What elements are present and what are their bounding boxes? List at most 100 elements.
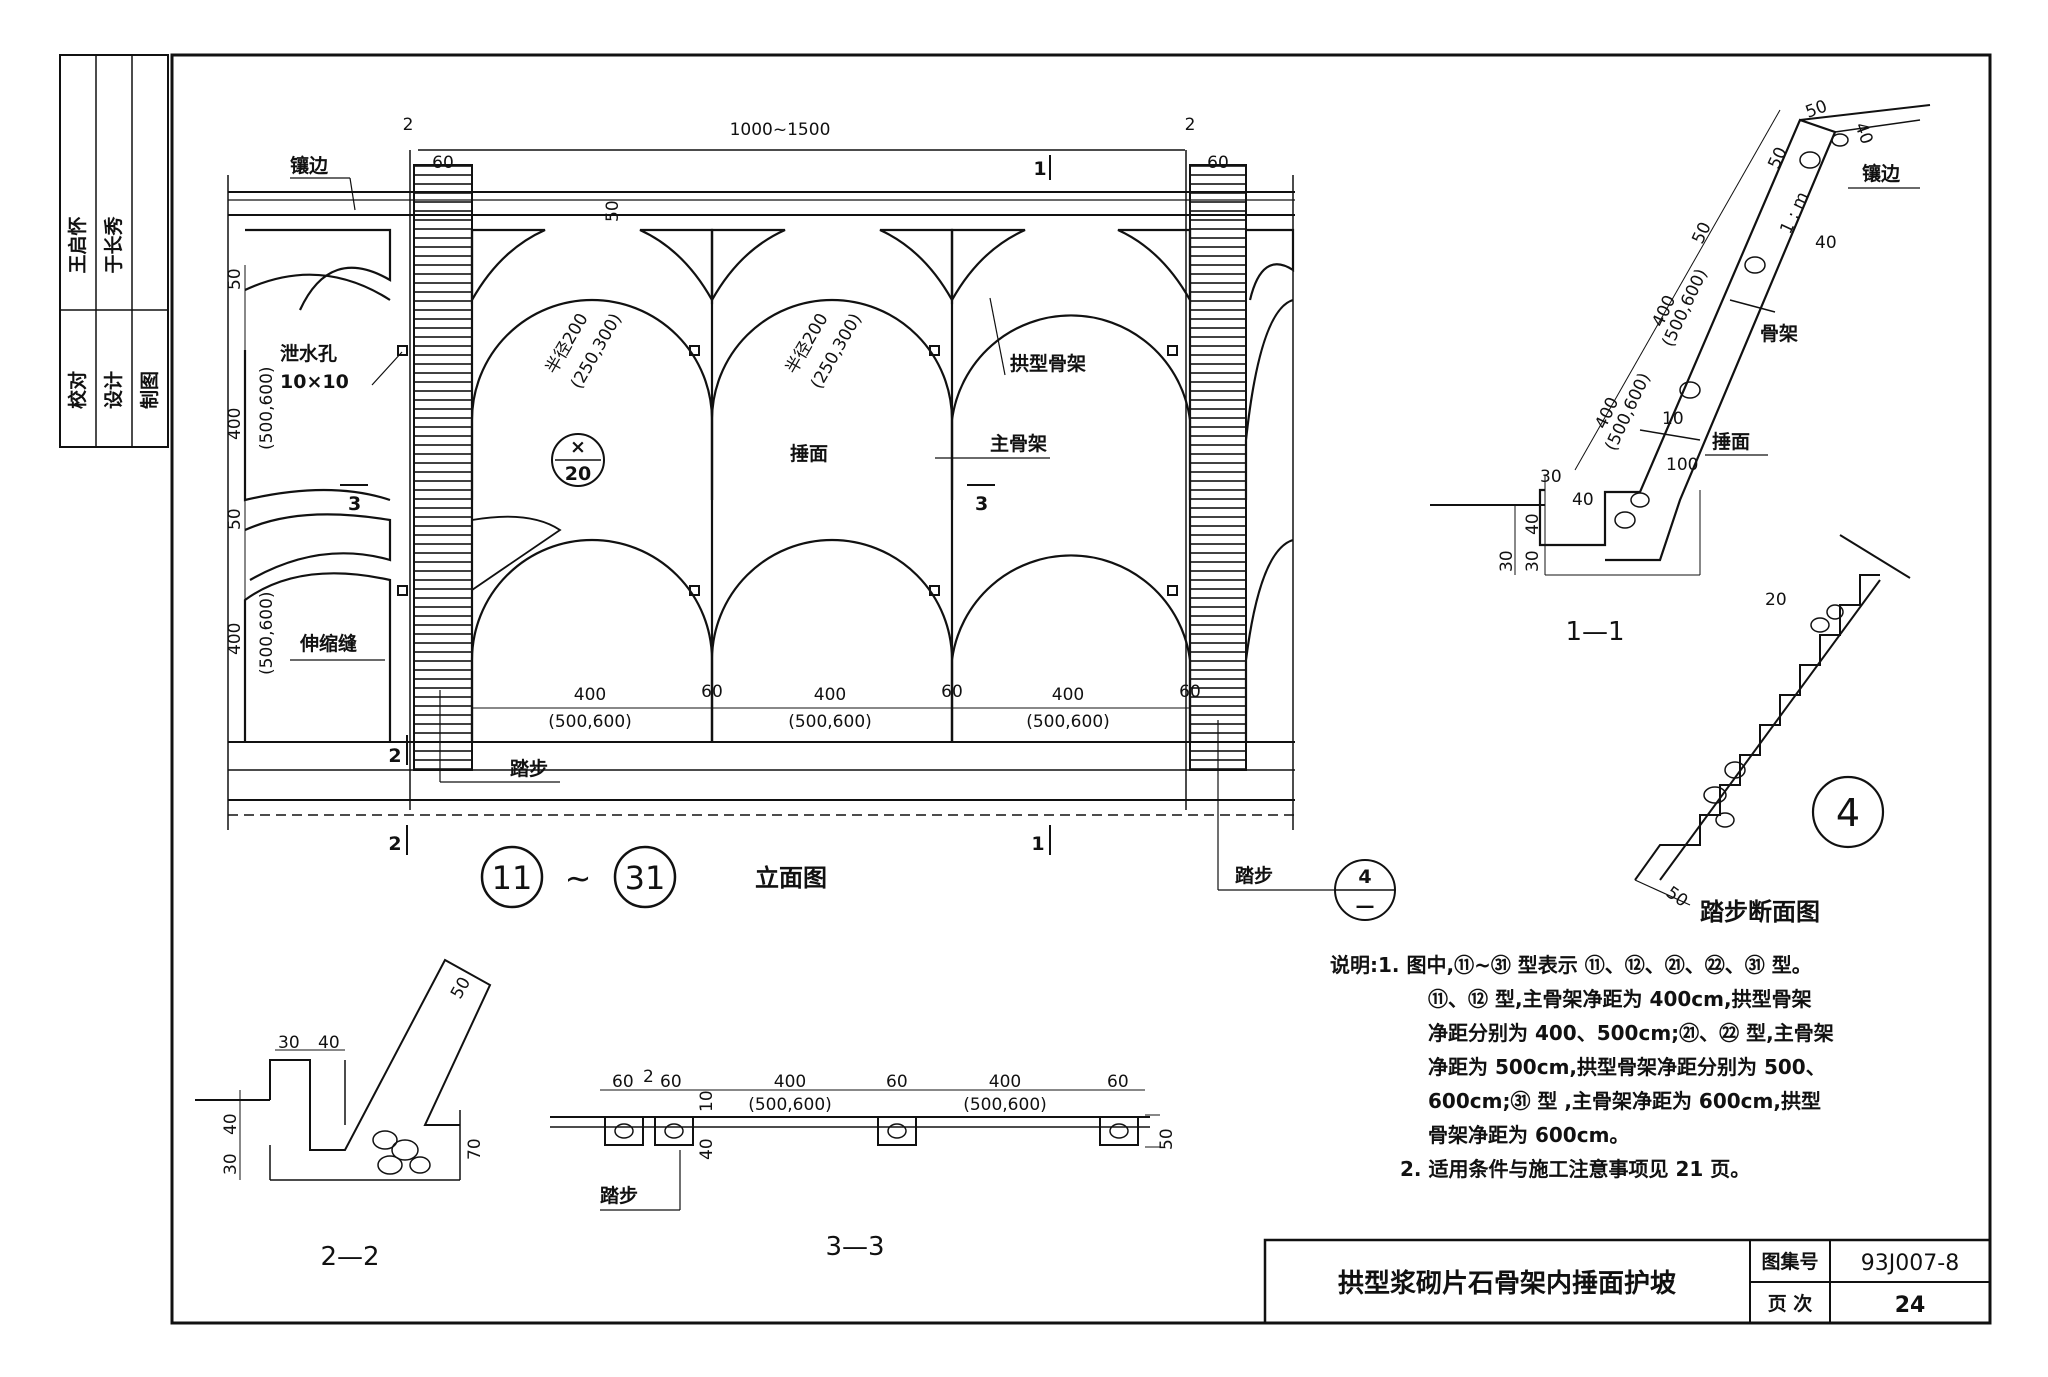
vdim-400-top: 400 bbox=[225, 408, 245, 440]
s22-dim-40-left: 40 bbox=[221, 1113, 241, 1135]
note-line-5: 600cm;㉛ 型 ,主骨架净距为 600cm,拱型 bbox=[1428, 1089, 1821, 1113]
note-line-3: 净距分别为 400、500cm;㉑、㉒ 型,主骨架 bbox=[1428, 1021, 1834, 1045]
step-width-right: 60 bbox=[1207, 153, 1229, 173]
step-width-left: 60 bbox=[432, 153, 454, 173]
vdim-400-bottom: 400 bbox=[225, 623, 245, 655]
section-mark-2-bottom: 2 bbox=[388, 833, 401, 855]
s11-pitch-label: 捶面 bbox=[1712, 431, 1750, 453]
page-number-value: 24 bbox=[1895, 1293, 1926, 1318]
main-frame-label: 主骨架 bbox=[990, 433, 1047, 455]
s22-caption: 2—2 bbox=[320, 1242, 379, 1272]
s33-dim-60-a: 60 bbox=[612, 1072, 634, 1092]
s33-dim-400-a: 400 bbox=[774, 1072, 806, 1092]
section-3-3-labels: 60 2 60 400 (500,600) 60 400 (500,600) 6… bbox=[600, 1067, 1177, 1262]
s33-dim-10: 10 bbox=[697, 1090, 717, 1112]
s11-slope: 1 : m bbox=[1776, 189, 1813, 237]
s22-dim-70: 70 bbox=[465, 1138, 485, 1160]
gap-dim-3: 60 bbox=[1179, 682, 1201, 702]
vdim-50-top: 50 bbox=[225, 268, 245, 290]
s11-dim-40-mid: 40 bbox=[1572, 490, 1594, 510]
bay-alt-3: (500,600) bbox=[1026, 712, 1110, 732]
elevation-title-end: 31 bbox=[625, 859, 666, 897]
elevation-title: 11 ~ 31 立面图 bbox=[480, 845, 827, 909]
s11-dim-50-c: 50 bbox=[1688, 219, 1715, 247]
note-line-4: 净距为 500cm,拱型骨架净距分别为 500、 bbox=[1428, 1055, 1826, 1079]
atlas-number-value: 93J007-8 bbox=[1861, 1251, 1959, 1276]
section-mark-3-right: 3 bbox=[975, 493, 988, 515]
s33-alt-a: (500,600) bbox=[748, 1095, 832, 1115]
stamp-role-draw: 制图 bbox=[138, 371, 161, 409]
drain-holes bbox=[397, 345, 1178, 596]
gap-dim-2: 60 bbox=[941, 682, 963, 702]
s33-step-label: 踏步 bbox=[600, 1185, 638, 1207]
elevation-dimensions: 1000~1500 2 2 60 60 1 50 镶边 泄水孔 10×10 伸缩… bbox=[225, 115, 1229, 855]
section-2-2 bbox=[195, 958, 492, 1181]
vdim-50-mid: 50 bbox=[225, 508, 245, 530]
note-line-2: ⑪、⑫ 型,主骨架净距为 400cm,拱型骨架 bbox=[1428, 987, 1812, 1011]
s11-dim-30-left: 30 bbox=[1523, 550, 1543, 572]
edge-label: 镶边 bbox=[290, 154, 329, 177]
sheet-frame bbox=[170, 53, 1992, 1325]
section-mark-3-left: 3 bbox=[348, 493, 361, 515]
bay-dim-3: 400 bbox=[1052, 685, 1084, 705]
arch-frame-label: 拱型骨架 bbox=[1010, 352, 1086, 375]
s33-dim-60-d: 60 bbox=[1107, 1072, 1129, 1092]
stamp-name-designer: 于长秀 bbox=[103, 216, 125, 274]
s4-dim-50: 50 bbox=[1662, 883, 1691, 912]
elevation-title-start: 11 bbox=[492, 859, 533, 897]
section-mark-1-top: 1 bbox=[1033, 158, 1046, 180]
section-1-1 bbox=[1430, 104, 1931, 576]
s11-dim-40-lower: 100 bbox=[1666, 455, 1698, 475]
stamp-role-check: 校对 bbox=[66, 371, 89, 409]
s22-dim-30-left: 30 bbox=[221, 1153, 241, 1175]
s4-dim-20: 20 bbox=[1765, 590, 1787, 610]
s22-dim-30-top: 30 bbox=[278, 1033, 300, 1053]
expansion-joint-label: 伸缩缝 bbox=[299, 632, 357, 655]
callout-step-label: 踏步 bbox=[1235, 865, 1273, 887]
band-dim: 50 bbox=[603, 200, 623, 222]
note-line-7: 2. 适用条件与施工注意事项见 21 页。 bbox=[1400, 1157, 1751, 1181]
vdim-alt-bottom: (500,600) bbox=[257, 591, 277, 675]
s33-dim-50: 50 bbox=[1157, 1128, 1177, 1150]
drain-hole-size: 10×10 bbox=[280, 371, 349, 393]
s33-dim-400-b: 400 bbox=[989, 1072, 1021, 1092]
bay-dim-2: 400 bbox=[814, 685, 846, 705]
stamp-name-checker: 王启怀 bbox=[66, 216, 89, 273]
total-width-dim: 1000~1500 bbox=[730, 120, 831, 140]
s4-caption: 踏步断面图 bbox=[1700, 898, 1820, 926]
s33-dim-60-c: 60 bbox=[886, 1072, 908, 1092]
elevation-view bbox=[227, 150, 1295, 830]
s11-edge-label: 镶边 bbox=[1862, 162, 1901, 185]
s33-dim-40: 40 bbox=[697, 1138, 717, 1160]
bay-dim-1: 400 bbox=[574, 685, 606, 705]
s11-dim-30-lower: 30 bbox=[1497, 550, 1517, 572]
s11-dim-40-left: 40 bbox=[1523, 513, 1543, 535]
section-2-2-labels: 30 40 50 40 30 70 2—2 bbox=[221, 974, 485, 1272]
vdim-alt-top: (500,600) bbox=[257, 366, 277, 450]
s22-dim-50: 50 bbox=[447, 974, 475, 1003]
bay-alt-1: (500,600) bbox=[548, 712, 632, 732]
detail-ref-bottom: 20 bbox=[565, 463, 591, 485]
section-mark-2-top-right: 2 bbox=[1185, 115, 1196, 135]
s4-number: 4 bbox=[1836, 791, 1860, 835]
arch-grid bbox=[243, 228, 1295, 742]
section-mark-1-bottom: 1 bbox=[1031, 833, 1044, 855]
section-4 bbox=[1634, 534, 1911, 906]
section-1-1-labels: 50 40 50 1 : m 40 50 400 (500,600) 400 (… bbox=[1497, 97, 1920, 647]
elevation-caption: 立面图 bbox=[755, 864, 827, 892]
notes-block: 说明:1. 图中,⑪~㉛ 型表示 ⑪、⑫、㉑、㉒、㉛ 型。 ⑪、⑫ 型,主骨架净… bbox=[1330, 948, 1890, 1186]
s33-caption: 3—3 bbox=[825, 1232, 884, 1262]
drain-hole-label: 泄水孔 bbox=[280, 342, 337, 365]
s33-alt-b: (500,600) bbox=[963, 1095, 1047, 1115]
gap-dim-1: 60 bbox=[701, 682, 723, 702]
bay-alt-2: (500,600) bbox=[788, 712, 872, 732]
s11-caption: 1—1 bbox=[1565, 617, 1624, 647]
detail-ref-circle bbox=[551, 433, 605, 487]
s22-dim-40-top: 40 bbox=[318, 1033, 340, 1053]
section-mark-2-top-left: 2 bbox=[403, 115, 414, 135]
callout-bottom: — bbox=[1356, 895, 1375, 917]
pitch-surface-label: 捶面 bbox=[790, 443, 828, 465]
s11-dim-40-a: 40 bbox=[1850, 120, 1876, 147]
step-callout: 踏步 4 — bbox=[1217, 720, 1396, 921]
atlas-number-label: 图集号 bbox=[1761, 1250, 1818, 1273]
